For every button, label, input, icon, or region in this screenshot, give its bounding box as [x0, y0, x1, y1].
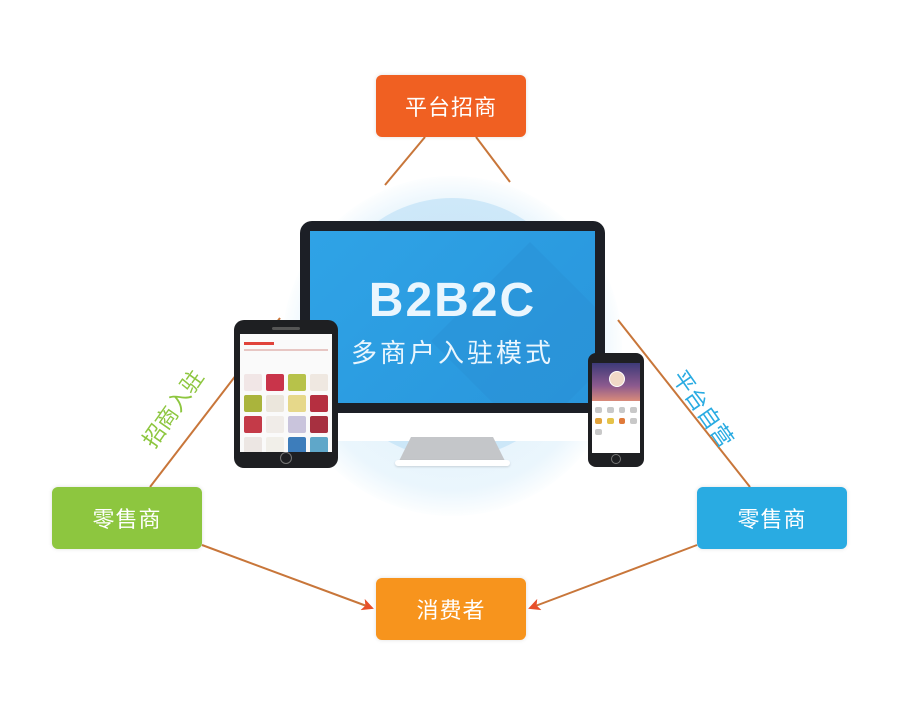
tablet-logo-bar: [244, 342, 274, 345]
product-thumb: [310, 374, 328, 391]
phone-screen: [592, 363, 640, 453]
tablet-product-grid: [244, 374, 328, 452]
product-thumb: [266, 395, 284, 412]
monitor-screen: B2B2C 多商户入驻模式: [310, 231, 595, 403]
node-label: 零售商: [737, 508, 807, 533]
product-thumb: [244, 395, 262, 412]
tablet-nav-bar: [244, 349, 328, 351]
monitor-illustration: B2B2C 多商户入驻模式: [300, 221, 605, 413]
app-icon: [606, 418, 614, 424]
app-icon: [618, 418, 626, 424]
phone-profile-header: [592, 363, 640, 401]
node-label: 零售商: [92, 508, 162, 533]
tablet-speaker: [272, 327, 300, 330]
app-icon: [630, 418, 637, 424]
monitor-stand: [398, 437, 506, 463]
avatar: [609, 371, 625, 387]
node-consumer: 消费者: [376, 578, 526, 640]
node-retailer-left: 零售商: [52, 487, 202, 549]
node-retailer-right: 零售商: [697, 487, 847, 549]
product-thumb: [288, 374, 306, 391]
phone-icon-grid: [595, 407, 637, 435]
node-label: 消费者: [416, 599, 486, 624]
product-thumb: [288, 416, 306, 433]
product-thumb: [310, 437, 328, 452]
diagram-subtitle: 多商户入驻模式: [350, 339, 554, 369]
product-thumb: [244, 374, 262, 391]
product-thumb: [310, 416, 328, 433]
app-icon: [606, 407, 614, 413]
product-thumb: [288, 437, 306, 452]
product-thumb: [266, 437, 284, 452]
phone-illustration: [588, 353, 644, 467]
monitor-base: [395, 460, 510, 466]
app-icon: [595, 418, 602, 424]
product-thumb: [266, 374, 284, 391]
product-thumb: [266, 416, 284, 433]
diagram-title: B2B2C: [368, 274, 537, 327]
tablet-illustration: [234, 320, 338, 468]
monitor-chin: [300, 413, 605, 441]
product-thumb: [310, 395, 328, 412]
product-thumb: [244, 416, 262, 433]
product-thumb: [288, 395, 306, 412]
phone-home-button: [611, 454, 621, 464]
app-icon: [630, 407, 637, 413]
node-platform-recruitment: 平台招商: [376, 75, 526, 137]
tablet-screen: [240, 334, 332, 452]
app-icon: [618, 407, 626, 413]
tablet-home-button: [280, 452, 292, 464]
app-icon: [595, 429, 602, 435]
node-label: 平台招商: [404, 96, 497, 121]
app-icon: [595, 407, 602, 413]
product-thumb: [244, 437, 262, 452]
